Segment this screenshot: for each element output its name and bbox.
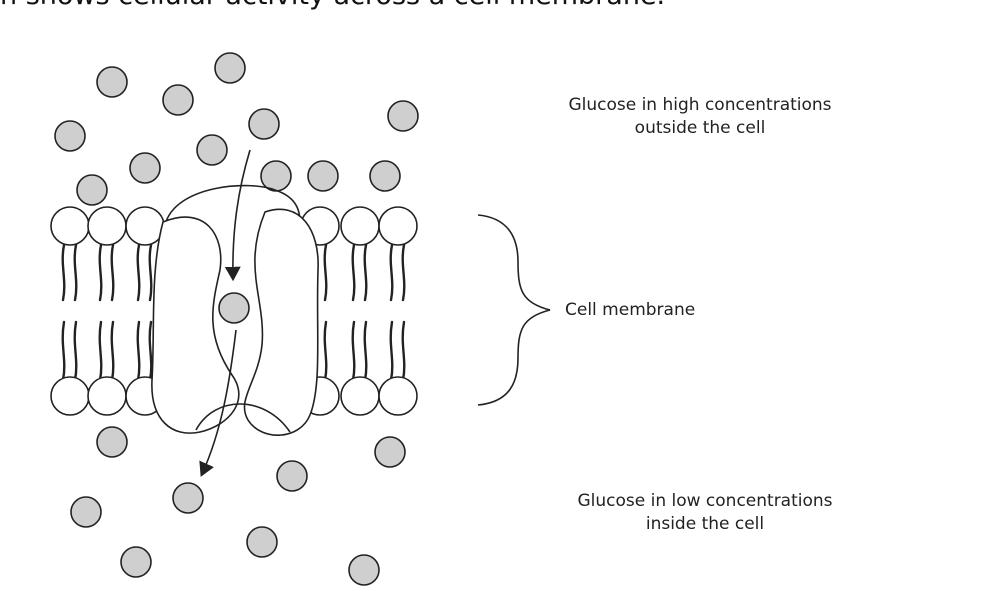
phospholipid-head	[87, 206, 127, 246]
phospholipid-head	[340, 376, 380, 416]
glucose-molecule	[96, 426, 128, 458]
lipid-tail	[401, 320, 406, 382]
glucose-molecule	[387, 100, 419, 132]
lipid-tail	[351, 320, 356, 382]
glucose-molecule	[120, 546, 152, 578]
glucose-molecule	[307, 160, 339, 192]
lipid-tail	[110, 243, 115, 302]
glucose-molecule	[162, 84, 194, 116]
phospholipid-head	[50, 206, 90, 246]
glucose-molecule	[214, 52, 246, 84]
lipid-tail	[363, 243, 368, 302]
lipid-tail	[61, 243, 66, 302]
glucose-molecule	[276, 460, 308, 492]
glucose-in-channel	[218, 292, 250, 324]
membrane-brace	[477, 214, 551, 406]
lipid-tail	[110, 320, 115, 382]
glucose-molecule	[246, 526, 278, 558]
glucose-molecule	[348, 554, 380, 586]
lipid-tail	[136, 320, 141, 382]
glucose-molecule	[96, 66, 128, 98]
glucose-molecule	[172, 482, 204, 514]
glucose-inside-group	[70, 426, 406, 586]
phospholipid-head	[340, 206, 380, 246]
protein-outline-bottom	[195, 403, 291, 433]
lipid-tail	[363, 320, 368, 382]
header-text: n shows cellular activity across a cell …	[0, 0, 1002, 11]
glucose-outside-group	[54, 52, 419, 206]
protein-outline-top	[164, 184, 301, 226]
label-glucose-low-line2: inside the cell	[645, 514, 765, 534]
lipid-tail	[401, 243, 406, 302]
glucose-molecule	[54, 120, 86, 152]
glucose-molecule	[369, 160, 401, 192]
lipid-tail	[98, 243, 103, 302]
lipid-tail	[389, 320, 394, 382]
glucose-transport-protein	[151, 184, 319, 436]
lipid-tail	[148, 243, 153, 302]
protein-right-half	[243, 208, 319, 436]
phospholipid-head	[50, 376, 90, 416]
glucose-molecule	[76, 174, 108, 206]
lipid-tail	[61, 320, 66, 382]
glucose-molecule	[70, 496, 102, 528]
protein-left-half	[151, 216, 240, 434]
phospholipid-head	[87, 376, 127, 416]
lipid-tail	[73, 320, 78, 382]
glucose-molecule	[248, 108, 280, 140]
glucose-molecule	[196, 134, 228, 166]
glucose-molecule	[374, 436, 406, 468]
lipid-tail	[351, 243, 356, 302]
lipid-tail	[323, 243, 328, 302]
lipid-tail	[148, 320, 153, 382]
phospholipid-head	[378, 376, 418, 416]
phospholipid-head	[378, 206, 418, 246]
entry-arrow	[224, 149, 251, 282]
lipid-tail	[98, 320, 103, 382]
label-cell-membrane: Cell membrane	[565, 300, 696, 320]
label-glucose-high: Glucose in high concentrations outside t…	[520, 94, 880, 140]
label-glucose-high-line1: Glucose in high concentrations	[568, 95, 832, 115]
label-glucose-low-line1: Glucose in low concentrations	[577, 491, 833, 511]
lipid-tail	[136, 243, 141, 302]
lipid-tail	[323, 320, 328, 382]
lipid-tail	[389, 243, 394, 302]
lipid-tail	[73, 243, 78, 302]
glucose-molecule	[129, 152, 161, 184]
label-glucose-high-line2: outside the cell	[634, 118, 766, 138]
phospholipid-head	[125, 206, 165, 246]
label-glucose-low: Glucose in low concentrations inside the…	[525, 490, 885, 536]
exit-arrow	[199, 329, 237, 477]
